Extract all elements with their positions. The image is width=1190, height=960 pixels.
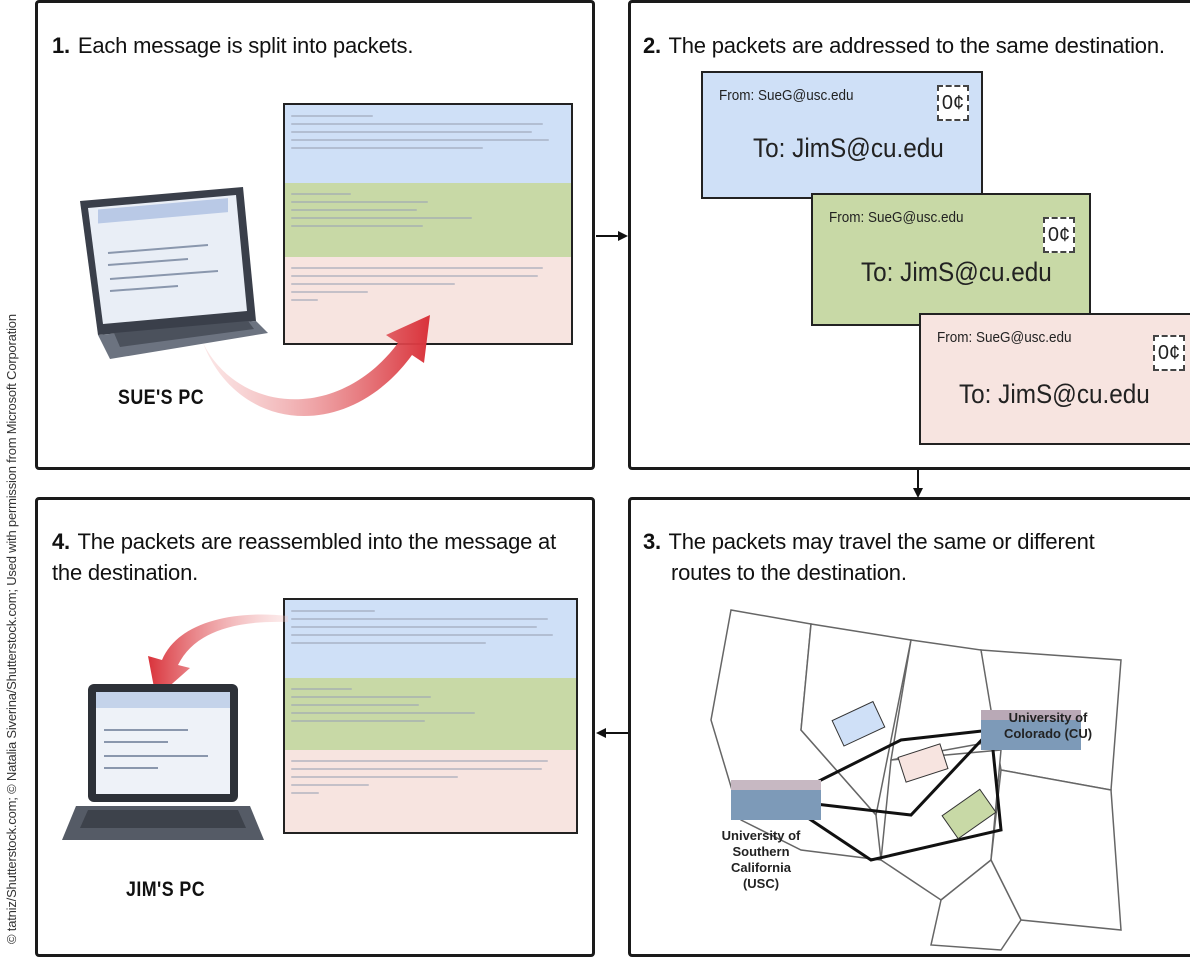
step-2-text: The packets are addressed to the same de…: [668, 33, 1165, 58]
arrow-right-icon: [596, 231, 628, 241]
message-section-pink: [285, 750, 576, 832]
packet-envelope-3: From: SueG@usc.edu To: JimS@cu.edu 0¢: [919, 313, 1190, 445]
message-section-green: [285, 183, 571, 257]
stamp-icon: 0¢: [937, 85, 969, 121]
step-4-text-line2: the destination.: [52, 560, 199, 585]
cu-label: University of Colorado (CU): [993, 710, 1103, 742]
usc-label-line1: University of: [721, 828, 801, 843]
step-4-text-line1: The packets are reassembled into the mes…: [77, 529, 557, 554]
packet-envelope-1: From: SueG@usc.edu To: JimS@cu.edu 0¢: [701, 71, 983, 199]
envelope-to: To: JimS@cu.edu: [753, 133, 944, 163]
step-1-number: 1.: [52, 33, 70, 58]
step-2-number: 2.: [643, 33, 661, 58]
usc-label-line3: (USC): [742, 876, 780, 891]
panel-step-3: 3. The packets may travel the same or di…: [628, 497, 1190, 957]
message-section-blue: [285, 600, 576, 678]
email-message-window: [283, 598, 578, 834]
photo-credit: © tatniz/Shutterstock.com; © Natalia Siv…: [4, 314, 19, 944]
step-1-text: Each message is split into packets.: [77, 33, 414, 58]
step-3-text-line1: The packets may travel the same or diffe…: [668, 529, 1095, 554]
step-4-number: 4.: [52, 529, 70, 554]
stamp-icon: 0¢: [1043, 217, 1075, 253]
message-section-green: [285, 678, 576, 750]
stamp-icon: 0¢: [1153, 335, 1185, 371]
arrow-left-icon: [596, 728, 628, 738]
step-3-caption: 3. The packets may travel the same or di…: [643, 526, 1095, 588]
laptop-icon: [80, 187, 268, 359]
envelope-from: From: SueG@usc.edu: [719, 87, 854, 104]
step-4-caption: 4. The packets are reassembled into the …: [52, 526, 556, 588]
arrow-down-icon: [913, 470, 923, 498]
panel-step-1: 1. Each message is split into packets. S…: [35, 0, 595, 470]
route-map: [710, 609, 1122, 951]
laptop-icon: [62, 684, 264, 840]
panel-step-2: 2. The packets are addressed to the same…: [628, 0, 1190, 470]
step-1-caption: 1. Each message is split into packets.: [52, 30, 413, 61]
cu-label-line2: Colorado (CU): [1003, 726, 1093, 741]
split-arrow-icon: [203, 315, 430, 417]
step-2-caption: 2. The packets are addressed to the same…: [643, 30, 1165, 61]
envelope-from: From: SueG@usc.edu: [829, 209, 964, 226]
step-3-number: 3.: [643, 529, 661, 554]
envelope-to: To: JimS@cu.edu: [861, 257, 1052, 287]
panel-step-4: 4. The packets are reassembled into the …: [35, 497, 595, 957]
reassemble-arrow-icon: [148, 614, 288, 698]
cu-label-line1: University of: [1008, 710, 1088, 725]
usc-label: University of Southern California (USC): [701, 828, 821, 892]
sue-pc-label: SUE'S PC: [118, 386, 205, 409]
message-section-blue: [285, 105, 571, 183]
step-3-text-line2: routes to the destination.: [671, 560, 907, 585]
envelope-to: To: JimS@cu.edu: [959, 379, 1150, 409]
jim-pc-label: JIM'S PC: [126, 878, 206, 901]
packet-envelope-2: From: SueG@usc.edu To: JimS@cu.edu 0¢: [811, 193, 1091, 326]
envelope-from: From: SueG@usc.edu: [937, 329, 1072, 346]
usc-label-line2: Southern California: [731, 844, 791, 875]
